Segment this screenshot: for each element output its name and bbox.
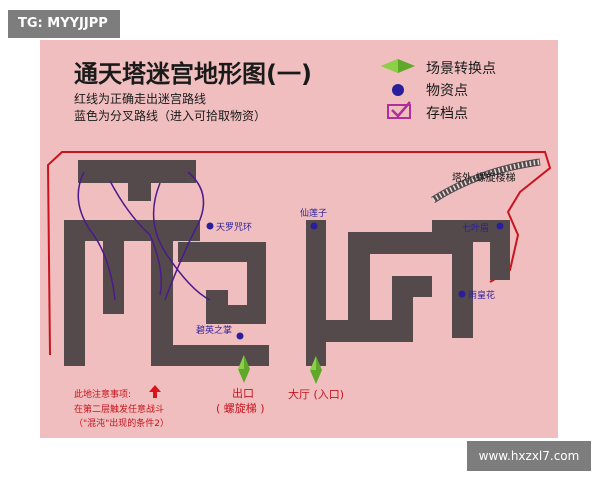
watermark-bottom: www.hxzxl7.com (467, 441, 591, 471)
note-line3: （"混沌"出现的条件2） (74, 417, 169, 429)
label-xianlian: 仙莲子 (300, 207, 327, 219)
blue-route-paths (77, 171, 211, 301)
desc-red-route: 红线为正确走出迷宫路线 (74, 91, 206, 106)
legend-supply-label: 物资点 (426, 83, 468, 99)
label-yuhuanghua: 雨皇花 (468, 289, 495, 301)
watermark-top: TG: MYYJJPP (8, 10, 120, 38)
label-hall: 大厅 (入口) (288, 387, 344, 401)
red-up-arrow-icon (149, 385, 161, 398)
supply-qiye-dot (496, 222, 504, 230)
spiral-stairs (431, 158, 541, 203)
label-tower-stairs: 塔外-螺旋楼梯 (452, 171, 516, 184)
exit-transfer-icon (238, 355, 250, 383)
supply-biying-dot (236, 332, 244, 340)
label-tianluo: 天罗咒环 (216, 222, 252, 233)
supply-xianlian-dot (310, 222, 318, 230)
transfer-point-icon (381, 59, 415, 73)
label-qiye: 七叶眉 (462, 223, 489, 234)
label-biying: 碧英之掌 (196, 324, 232, 336)
label-exit-sub: ( 螺旋梯 ) (216, 401, 265, 415)
supply-yuhuanghua-dot (458, 290, 466, 298)
desc-blue-route: 蓝色为分叉路线（进入可拾取物资） (74, 108, 266, 123)
map-title: 通天塔迷宫地形图(一) (74, 60, 312, 88)
save-point-icon (387, 101, 411, 119)
supply-point-icon (392, 84, 404, 96)
label-exit: 出口 (232, 386, 254, 400)
supply-tianluo-dot (206, 222, 214, 230)
maze-walls (64, 160, 510, 366)
legend-save-label: 存档点 (426, 106, 468, 122)
legend-transfer-label: 场景转换点 (426, 60, 496, 77)
note-line2: 在第二层触发任意战斗 (74, 403, 164, 415)
red-route-path (46, 151, 552, 356)
hall-transfer-icon (310, 356, 322, 384)
note-line1: 此地注意事项: (74, 388, 131, 400)
